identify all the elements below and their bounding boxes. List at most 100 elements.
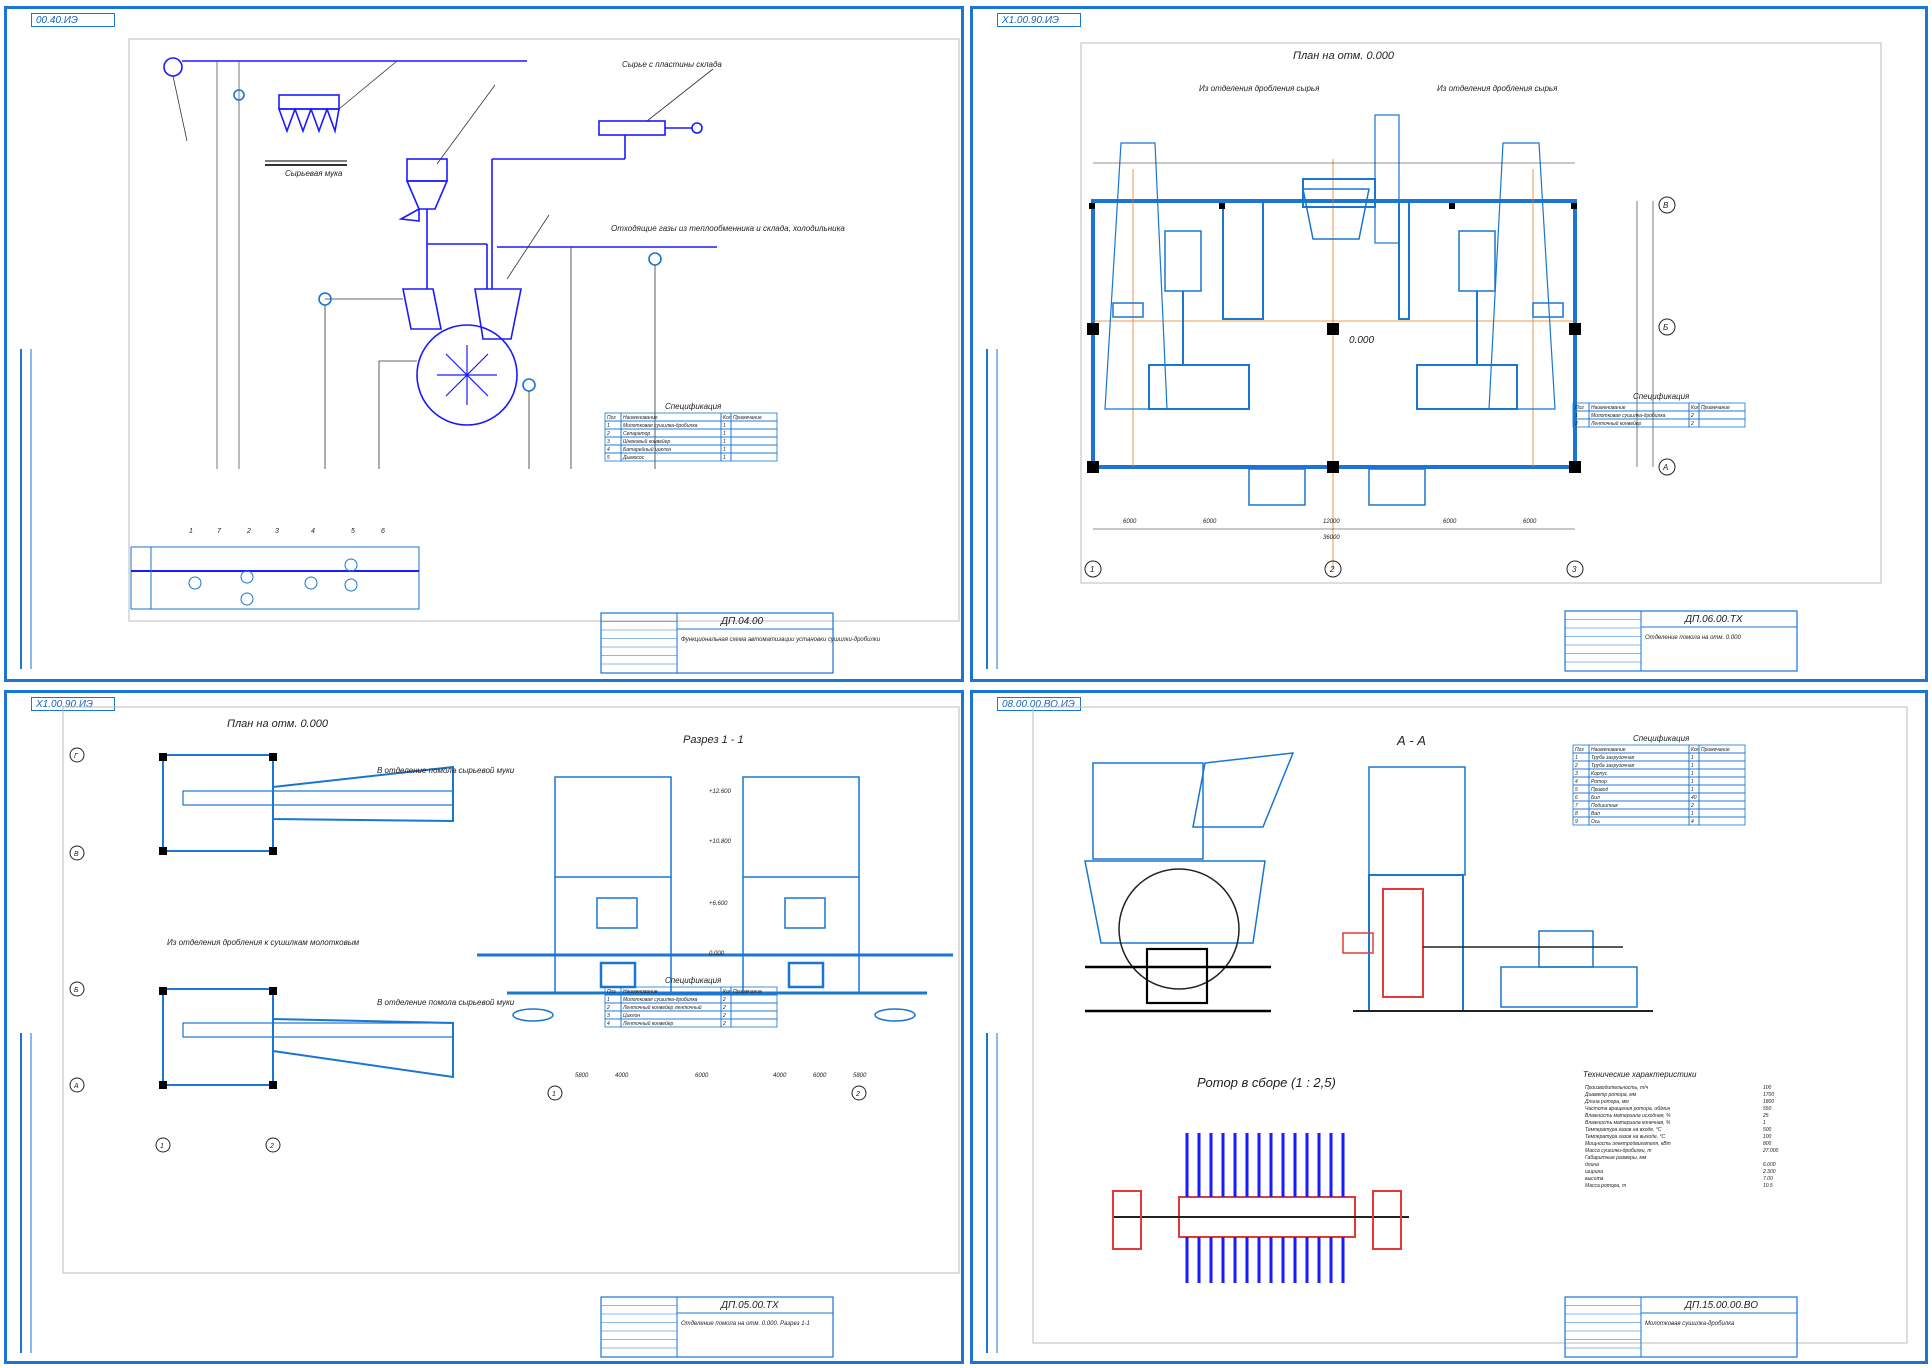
svg-text:А - А: А - А (1396, 733, 1426, 748)
axis-bubble (1324, 560, 1342, 578)
spec-header-cell: Поз (607, 989, 616, 995)
spec-cell-text: 1 (1575, 413, 1578, 419)
spec-header-cell: Поз (1575, 747, 1584, 753)
sheet-code: 00.40.ИЭ (31, 13, 115, 27)
dimension-value: 6000 (1203, 519, 1217, 525)
spec-cell (1698, 816, 1746, 826)
spec-cell (730, 436, 778, 446)
spec-cell-text: Циклон (623, 1013, 640, 1019)
dimension-value: 5800 (853, 1073, 867, 1079)
tech-spec-label: Габаритные размеры, мм (1585, 1155, 1647, 1161)
sheet-section: Х1.00.90.ИЭ (4, 690, 964, 1364)
spec-header-cell: Кол (1691, 405, 1700, 411)
spec-cell-text: 7 (1575, 803, 1578, 809)
title-block-frame (600, 612, 834, 674)
tech-spec-label: Температура газов на выходе, °С (1585, 1134, 1666, 1140)
spec-cell-text: Ось (1591, 819, 1600, 825)
spec-cell-text: Молотковая сушилка-дробилка (623, 423, 698, 429)
dryer-side (1342, 766, 1653, 1012)
tech-spec-label: Влажность материала исходная, % (1585, 1113, 1671, 1119)
drawing-name: Отделение помола на отм. 0.000. Разрез 1… (681, 1321, 810, 1327)
title-block-frame (600, 1296, 834, 1358)
spec-header-cell: Наименование (1591, 747, 1626, 753)
axis-bubble (1566, 560, 1584, 578)
axis-bubble (69, 1077, 85, 1093)
level-mark: +10.800 (709, 839, 732, 845)
spec-cell-text: Подшипник (1591, 803, 1618, 809)
spec-header-cell: Поз (1575, 405, 1584, 411)
svg-text:В отделение помола сырьевой му: В отделение помола сырьевой муки (377, 998, 515, 1007)
spec-cell-text: 2 (1574, 763, 1578, 769)
drawing-name: Функциональная схема автоматизации устан… (681, 637, 881, 643)
level-mark: +12.600 (709, 789, 732, 795)
assembly-annotations: А - А Ротор в сборе (1 : 2,5) Технически… (1197, 733, 1697, 1090)
spec-cell-text: Ротор (1591, 779, 1607, 785)
axis-bubble (1658, 196, 1676, 214)
tech-spec-value: 7.00 (1763, 1176, 1773, 1182)
spec-cell (1698, 776, 1746, 786)
svg-text:Сырьевая мука: Сырьевая мука (285, 169, 343, 178)
axis-bubble (1658, 318, 1676, 336)
callout-number: 3 (275, 528, 279, 535)
conveyor-plans (162, 754, 454, 1086)
dimension-value: 6000 (813, 1073, 827, 1079)
axis-number: 2 (855, 1091, 860, 1098)
tech-spec-label: Диаметр ротора, мм (1584, 1092, 1637, 1098)
spec-cell-text: 5 (607, 455, 610, 461)
axis-number: 1 (552, 1091, 556, 1098)
dimension-value: 4000 (615, 1073, 629, 1079)
svg-text:Из отделения дробления к сушил: Из отделения дробления к сушилкам молотк… (167, 938, 360, 947)
spec-header-cell: Примечание (1701, 405, 1730, 411)
spec-cell-text: 8 (1575, 811, 1578, 817)
axis-bubble (155, 1137, 171, 1153)
spec-cell-text: Молотковая сушилка-дробилка (623, 997, 698, 1003)
spec-title: Спецификация (1633, 734, 1690, 743)
spec-header-cell: Примечание (733, 415, 762, 421)
spec-cell-text: Труба загрузочная (1591, 763, 1635, 769)
spec-cell-text: 2 (1690, 803, 1694, 809)
spec-cell (730, 994, 778, 1004)
svg-text:План на отм. 0.000: План на отм. 0.000 (1293, 50, 1395, 62)
tech-spec-label: Масса ротора, т (1585, 1183, 1626, 1189)
building-outline (1091, 114, 1577, 569)
scheme-annotations: Сырье с пластины склада Отходящие газы и… (285, 60, 845, 233)
drawing-code: ДП.06.00.ТХ (1684, 614, 1743, 625)
spec-title: Спецификация (1633, 392, 1690, 401)
spec-cell-text: 2 (606, 1005, 610, 1011)
spec-cell-text: 2 (606, 431, 610, 437)
axis-bubble (1084, 560, 1102, 578)
svg-text:Из отделения дробления сырья: Из отделения дробления сырья (1437, 84, 1558, 93)
spec-header-cell: Примечание (1701, 747, 1730, 753)
axis-letter: Б (74, 987, 79, 994)
spec-cell (1698, 768, 1746, 778)
dimension-value: 6000 (695, 1073, 709, 1079)
spec-cell (730, 1010, 778, 1020)
tech-spec-label: Производительность, т/ч (1585, 1085, 1649, 1091)
spec-cell-text: 3 (607, 439, 610, 445)
tech-spec-label: высота (1585, 1176, 1604, 1182)
spec-cell-text: 3 (607, 1013, 610, 1019)
spec-cell (1698, 410, 1746, 420)
spec-cell-text: Труба загрузочная (1591, 755, 1635, 761)
axis-number: 1 (160, 1143, 164, 1150)
spec-cell-text: 1 (1691, 763, 1694, 769)
level-mark: 0.000 (709, 951, 725, 957)
spec-cell-text: 2 (722, 1005, 726, 1011)
tech-spec-value: 6.000 (1763, 1162, 1776, 1168)
axis-bubble (547, 1085, 563, 1101)
callout-number: 5 (351, 528, 355, 535)
spec-cell-text: 1 (1691, 779, 1694, 785)
axis-number: 2 (269, 1143, 274, 1150)
svg-text:В отделение помола сырьевой му: В отделение помола сырьевой муки (377, 766, 515, 775)
spec-cell-text: 1 (1691, 771, 1694, 777)
spec-cell-text: 1 (607, 997, 610, 1003)
tech-spec-label: Длина ротора, мм (1584, 1099, 1629, 1105)
sheet-scheme: 00.40.ИЭ (4, 6, 964, 682)
spec-cell-text: Батарейный циклон (623, 446, 671, 453)
svg-text:План на отм. 0.000: План на отм. 0.000 (227, 718, 329, 730)
spec-cell-text: 5 (1575, 787, 1578, 793)
